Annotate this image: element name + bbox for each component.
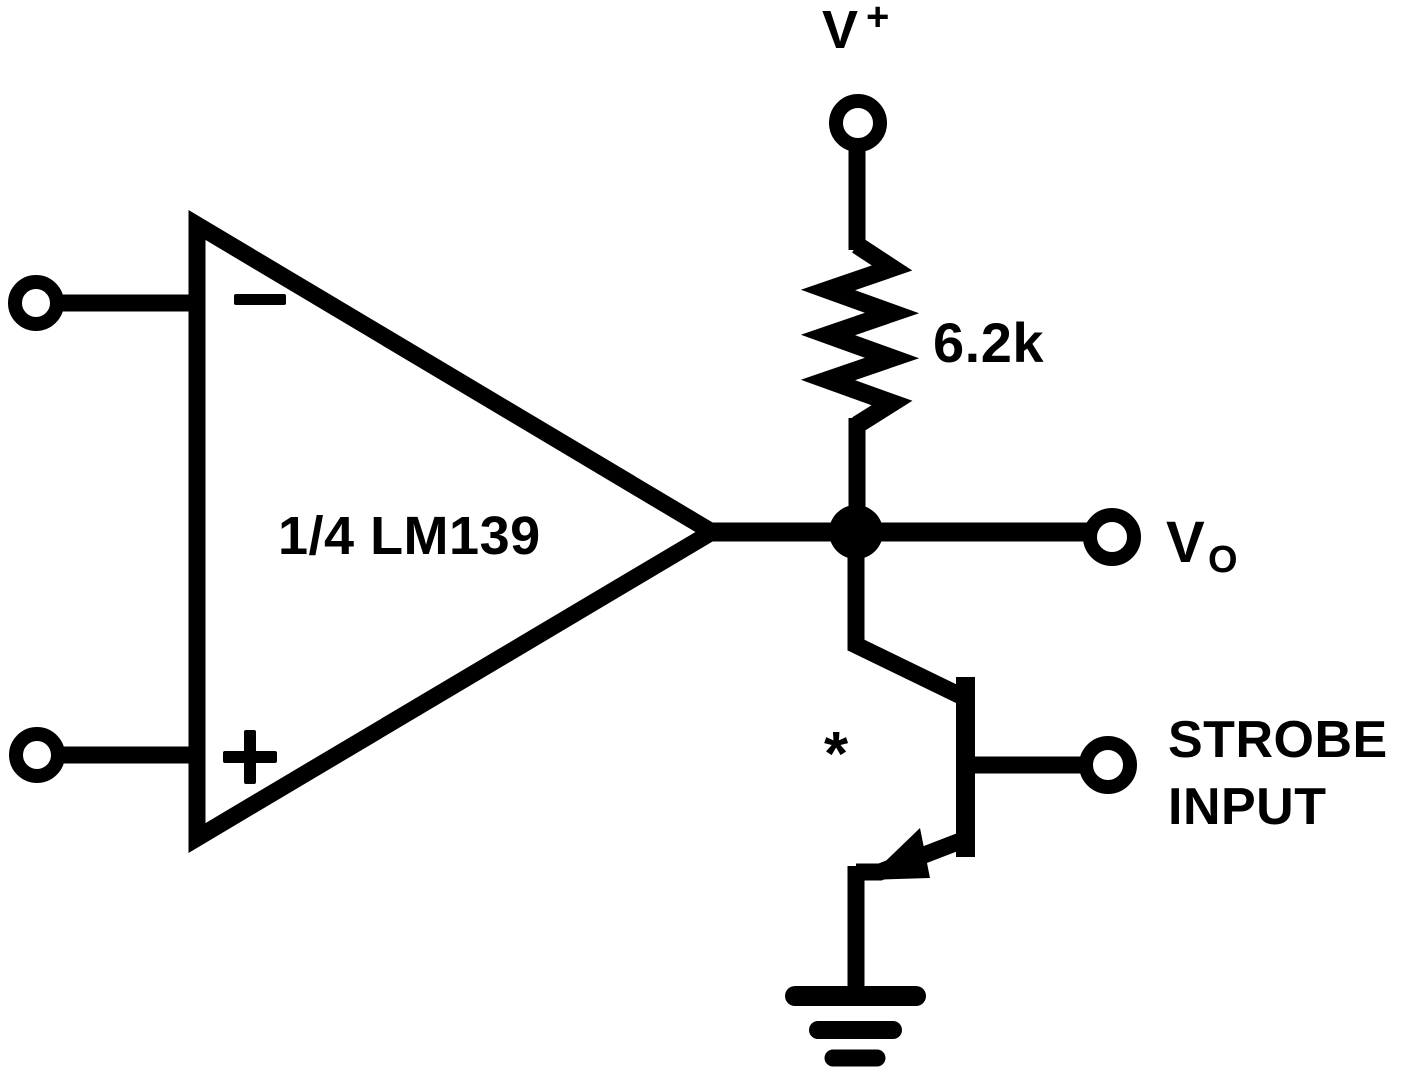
output-label-subscript: O [1208, 539, 1238, 581]
strobe-label-group: STROBE INPUT [1168, 711, 1388, 836]
inverting-sign-minus-icon [234, 294, 286, 305]
transistor-emitter-arrow-icon [866, 828, 930, 880]
resistor-zigzag-symbol [800, 237, 920, 433]
inverting-input-terminal[interactable] [8, 275, 64, 331]
ground-symbol [785, 866, 926, 1067]
noninverting-sign-plus-icon [223, 730, 277, 784]
inverting-input-branch [8, 275, 200, 331]
strobe-label-line2: INPUT [1168, 778, 1327, 836]
supply-label-group: V + [822, 0, 890, 60]
output-label-group: V O [1166, 510, 1238, 581]
comparator-symbol [188, 210, 729, 853]
supply-label: V [822, 0, 859, 60]
transistor-collector-wire [847, 540, 967, 705]
transistor-base-bar [956, 677, 975, 857]
comparator-part-label: 1/4 LM139 [278, 506, 541, 566]
supply-branch [829, 94, 887, 250]
noninverting-input-terminal[interactable] [9, 727, 65, 783]
v-plus-supply-terminal[interactable] [829, 94, 887, 152]
noninverting-input-branch [9, 727, 200, 783]
output-node-group [705, 505, 1141, 566]
strobe-input-terminal[interactable] [1079, 736, 1137, 794]
strobe-label-line1: STROBE [1168, 711, 1388, 769]
comparator-triangle-outline [188, 210, 729, 853]
output-label: V [1166, 510, 1205, 575]
pullup-resistor [800, 237, 920, 528]
resistor-value-label: 6.2k [933, 311, 1044, 374]
strobe-transistor: * [824, 540, 1090, 881]
footnote-asterisk-icon: * [824, 720, 849, 789]
output-junction-dot [829, 505, 883, 559]
supply-label-plus-superscript: + [866, 0, 890, 39]
output-terminal[interactable] [1083, 508, 1141, 566]
